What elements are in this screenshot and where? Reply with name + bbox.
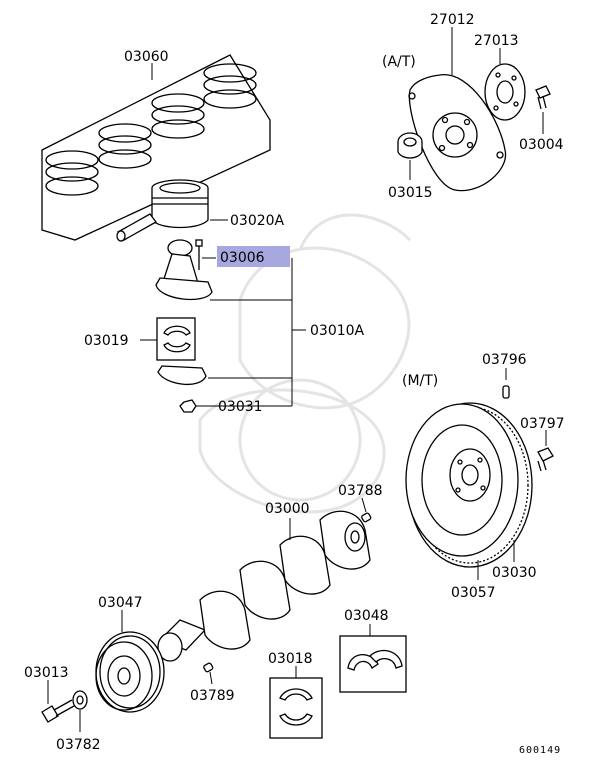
label-03018: 03018 (268, 651, 313, 667)
adapter-plate-icon (484, 63, 526, 121)
drive-plate-icon (408, 74, 507, 192)
label-03000: 03000 (265, 501, 310, 517)
bolt-icon (535, 85, 551, 110)
main-bearing-frame (269, 677, 323, 739)
piston-group[interactable]: 03020A (116, 179, 285, 242)
flywheel-bolt-icon (537, 447, 554, 472)
bolt-03004-group[interactable]: 03004 (519, 85, 564, 153)
washer-icon (72, 690, 88, 710)
label-03047: 03047 (98, 595, 143, 611)
piston-rings-group[interactable]: 03060 (41, 49, 271, 241)
washer-group[interactable]: 03782 (56, 690, 101, 753)
footer-code: 600149 (519, 745, 561, 756)
label-03789: 03789 (190, 688, 235, 704)
rod-bearing-icon (163, 325, 191, 353)
crank-pulley-icon (95, 631, 165, 713)
label-03019: 03019 (84, 333, 129, 349)
label-03006: 03006 (220, 250, 265, 266)
connecting-rod-icon (155, 239, 213, 301)
pulley-group[interactable]: 03047 (95, 595, 165, 713)
adapter-plate-group[interactable]: 27013 (474, 33, 526, 121)
flywheel-icon (405, 402, 533, 568)
label-03031: 03031 (218, 399, 263, 415)
watermark-emblem (198, 213, 412, 514)
label-03782: 03782 (56, 737, 101, 753)
key-03789-group[interactable]: 03789 (190, 662, 235, 704)
piston-rings-icon (45, 63, 257, 196)
label-03048: 03048 (344, 608, 389, 624)
woodruff-key-icon (361, 512, 372, 523)
label-27013: 27013 (474, 33, 519, 49)
thrust-washer-frame (339, 635, 407, 693)
pulley-bolt-icon (41, 699, 75, 723)
main-bearing-group[interactable]: 03018 (268, 651, 323, 739)
pulley-key-icon (203, 662, 214, 673)
rod-cap-icon (157, 365, 207, 386)
label-03013: 03013 (24, 665, 69, 681)
highlight-03006[interactable]: 03006 (217, 246, 290, 267)
label-at: (A/T) (382, 54, 416, 70)
label-03060: 03060 (124, 49, 169, 65)
label-03010A: 03010A (310, 323, 365, 339)
piston-icon (116, 179, 209, 242)
rod-bearing-group[interactable]: 03019 (84, 317, 196, 361)
label-03020A: 03020A (230, 213, 285, 229)
nut-icon (179, 399, 197, 413)
rod-bearing-frame (156, 317, 196, 361)
crankshaft-icon (157, 510, 371, 662)
dowel-pin-icon (502, 385, 510, 399)
dowel-pin-group[interactable]: 03796 (482, 352, 527, 399)
bushing-group[interactable]: 03015 (388, 132, 433, 201)
label-03015: 03015 (388, 185, 433, 201)
label-03030: 03030 (492, 565, 537, 581)
bolt-03797-group[interactable]: 03797 (520, 416, 565, 472)
connecting-rod-group[interactable]: 03010A 03031 (155, 239, 365, 415)
main-bearing-icon (279, 688, 313, 726)
label-03788: 03788 (338, 483, 383, 499)
key-03788-group[interactable]: 03788 (338, 483, 383, 523)
label-03004: 03004 (519, 137, 564, 153)
label-mt: (M/T) (402, 373, 438, 389)
highlight-box (217, 246, 290, 267)
pulley-bolt-group[interactable]: 03013 (24, 665, 75, 723)
bushing-icon (397, 132, 423, 159)
crankshaft-group[interactable]: 03000 (157, 501, 371, 662)
thrust-washer-group[interactable]: 03048 (339, 608, 407, 693)
thrust-washer-icon (347, 649, 403, 671)
label-27012: 27012 (430, 12, 475, 28)
label-03057: 03057 (451, 585, 496, 601)
drive-plate-group[interactable]: 27012 (A/T) (382, 12, 507, 192)
label-03796: 03796 (482, 352, 527, 368)
label-03797: 03797 (520, 416, 565, 432)
flywheel-group[interactable]: (M/T) 03030 03057 (402, 373, 537, 601)
piston-rings-frame (41, 54, 271, 241)
